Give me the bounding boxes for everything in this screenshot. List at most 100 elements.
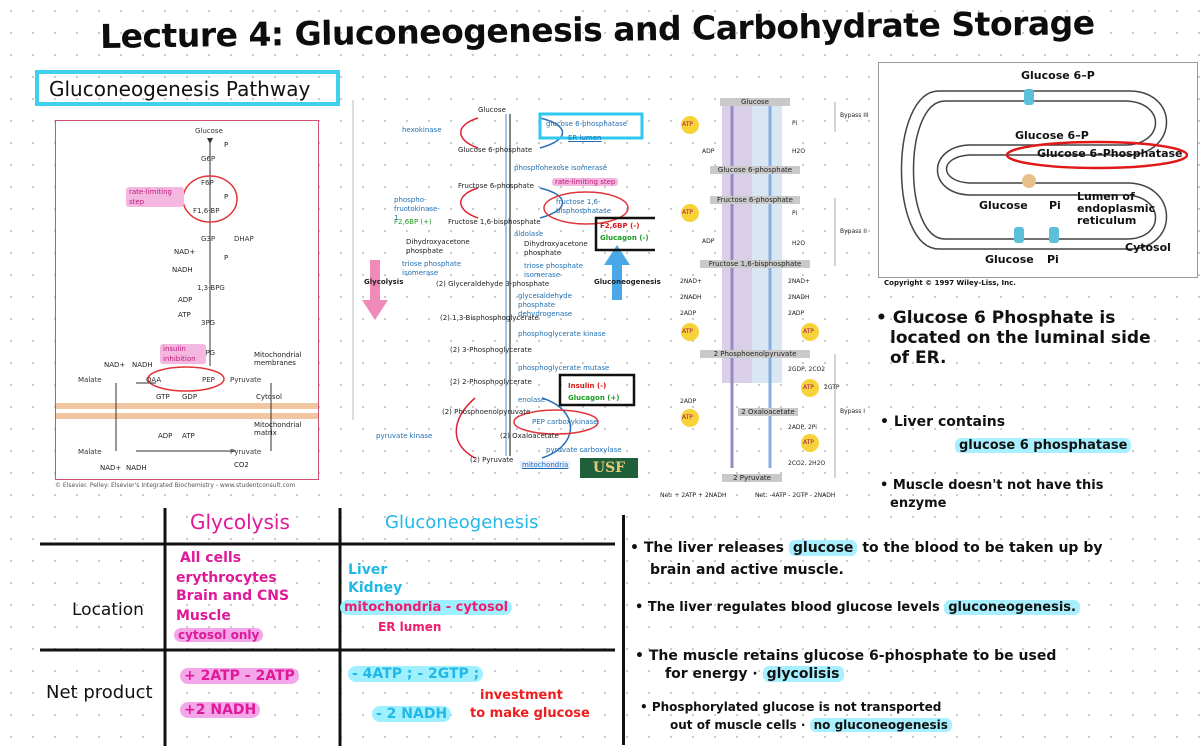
- bp-box-glucose: Glucose: [720, 98, 790, 106]
- g2-rate-limiting-tag: rate-limiting step: [552, 178, 619, 186]
- atp-burst: ATP: [682, 414, 693, 421]
- gng-investment-1: investment: [480, 688, 563, 703]
- bp-right-label: 2GTP: [824, 384, 840, 391]
- label-g6p: G6P: [201, 155, 216, 163]
- bullet-liver-regulates: • The liver regulates blood glucose leve…: [635, 600, 1080, 615]
- bp-right-label: H2O: [792, 240, 806, 247]
- bullet-phosphorylated: • Phosphorylated glucose is not transpor…: [640, 700, 942, 714]
- bypass-i: Bypass I: [840, 408, 866, 415]
- g2-2pg: (2) 2-Phosphoglycerate: [450, 378, 532, 386]
- label-2pg: 2PG: [201, 349, 216, 357]
- insulin-inhibition-tag: insulin inhibition: [160, 344, 206, 364]
- g2-3pg: (2) 3-Phosphoglycerate: [450, 346, 532, 354]
- g2-aldolase: aldolase: [514, 230, 544, 238]
- g2-glucose: Glucose: [478, 106, 506, 114]
- g2-mitochondria: mitochondria: [520, 461, 571, 469]
- note-liver-contains: • Liver contains: [880, 414, 1006, 430]
- g2-13bpg: (2) 1,3-Bisphosphoglycerate: [440, 314, 539, 322]
- pathway-diagram-1: [56, 138, 318, 452]
- bp-right-label: 2GDP, 2CO2: [788, 366, 826, 373]
- cofactor: NADH: [132, 361, 153, 369]
- cofactor: GTP: [156, 393, 170, 401]
- atp-burst: ATP: [803, 384, 814, 391]
- g2-hexokinase: hexokinase: [402, 126, 442, 134]
- bp-right-label: 2ADP, 2Pi: [788, 424, 817, 431]
- bullet-2a: • The liver regulates blood glucose leve…: [635, 600, 940, 615]
- column-divider: [352, 100, 354, 420]
- cofactor: CO2: [234, 461, 249, 469]
- atp-burst: ATP: [682, 328, 693, 335]
- g2-pep: (2) Phosphoenolpyruvate: [442, 408, 531, 416]
- er-pi-inner: Pi: [1049, 199, 1061, 212]
- bp-box-pep: 2 Phosphoenolpyruvate: [700, 350, 810, 358]
- gng-net-nadh: - 2 NADH: [372, 706, 452, 722]
- g2-fbpase: fructose 1,6-bisphosphatase: [556, 198, 612, 215]
- bp-right-label: 2ADP: [788, 310, 805, 317]
- g2-tpi-right: triose phosphate isomerase: [524, 262, 584, 279]
- note-muscle-2: enzyme: [890, 496, 947, 511]
- er-g6p-top: Glucose 6–P: [1021, 69, 1095, 82]
- bp-box-f6p: Fructose 6-phosphate: [710, 196, 800, 204]
- rate-limiting-tag: rate-limiting step: [126, 187, 184, 207]
- bullet-4b: out of muscle cells: [670, 718, 797, 732]
- gly-loc-brain: Brain and CNS: [176, 588, 290, 604]
- g2-enolase: enolase: [518, 396, 546, 404]
- er-enzyme-label: Glucose 6–Phosphatase: [1037, 147, 1183, 160]
- bullet-1b: to the blood to be taken up by: [862, 540, 1103, 556]
- bullet-1c: brain and active muscle.: [650, 562, 844, 578]
- bypass-ii: Bypass II: [840, 228, 867, 235]
- cofactor: P: [224, 193, 229, 201]
- atp-burst: ATP: [682, 209, 693, 216]
- g2-gapdh: glyceraldehyde phosphate dehydrogenase: [518, 292, 573, 318]
- label-f16bp: F1,6-BP: [193, 207, 220, 215]
- atp-burst: ATP: [682, 121, 693, 128]
- g2-f26bp-minus: F2,6BP (-): [600, 222, 640, 230]
- notes-divider: [622, 515, 625, 745]
- th-gluconeogenesis: Gluconeogenesis: [385, 512, 539, 533]
- figure-bypass-diagram: Glucose Glucose 6-phosphate Fructose 6-p…: [660, 88, 870, 503]
- bullet-muscle-retains: • The muscle retains glucose 6-phosphate…: [635, 648, 1057, 664]
- figure-usf-pathway: Glucose hexokinase glucose 6-phosphatase…: [360, 100, 661, 478]
- cofactor: NAD+: [174, 248, 196, 256]
- g2-pepck: PEP carboxykinase: [532, 418, 598, 426]
- row-net-product: Net product: [46, 682, 153, 703]
- comparison-table: Glycolysis Gluconeogenesis Location Net …: [40, 508, 615, 748]
- er-glucose-inner: Glucose: [979, 199, 1028, 212]
- g2-pyruvate-kinase: pyruvate kinase: [376, 432, 433, 440]
- matrix-label: Mitochondrial matrix: [254, 421, 302, 437]
- bp-right-label: Pi: [792, 210, 798, 217]
- label-oaa: OAA: [146, 376, 162, 384]
- label-pep: PEP: [202, 376, 215, 384]
- atp-burst: ATP: [803, 328, 814, 335]
- figure-1-credit: © Elsevier. Pelley: Elsevier's Integrate…: [55, 482, 296, 489]
- bp-net-left: Net: + 2ATP + 2NADH: [660, 492, 727, 499]
- er-membrane-diagram: [900, 89, 1189, 250]
- label-13bpg: 1,3-BPG: [197, 284, 225, 292]
- cofactor: ATP: [182, 432, 195, 440]
- bp-right-label: Pi: [792, 120, 798, 127]
- g2-f6p: Fructose 6-phosphate: [458, 182, 534, 190]
- g2-pgi: phosphohexose isomerase: [514, 164, 608, 172]
- bp-net-right: Net: -4ATP - 2GTP - 2NADH: [755, 492, 836, 499]
- bullet-1-highlight: glucose: [788, 540, 858, 556]
- bp-box-oaa: 2 Oxaloacetate: [738, 408, 798, 416]
- g2-g3p: (2) Glyceraldehyde 3-phosphate: [436, 280, 550, 288]
- label-pyruvate: Pyruvate: [230, 376, 262, 384]
- g2-pgm: phosphoglycerate mutase: [518, 364, 610, 372]
- bullet-1a: • The liver releases: [630, 540, 785, 556]
- gng-loc-kidney: Kidney: [348, 580, 403, 596]
- bullet-3b: for energy: [665, 666, 748, 682]
- label-dhap: DHAP: [234, 235, 254, 243]
- bullet-2-highlight: gluconeogenesis.: [944, 600, 1080, 615]
- note-liver-enzyme-highlight: glucose 6 phosphatase: [955, 438, 1132, 453]
- bp-left-label: ADP: [702, 148, 715, 155]
- bp-right-label: 2NADH: [788, 294, 810, 301]
- page-title: Lecture 4: Gluconeogenesis and Carbohydr…: [99, 3, 1095, 56]
- label-malate-matrix: Malate: [78, 448, 102, 456]
- note-muscle-1: • Muscle doesn't not have this: [880, 478, 1104, 493]
- g2-pfk1: phospho- fructokinase-1: [394, 196, 440, 222]
- g2-dhap-right: Dihydroxyacetone phosphate: [524, 240, 588, 257]
- cytosol-label: Cytosol: [256, 393, 282, 401]
- bp-left-label: 2NAD+: [680, 278, 703, 285]
- pathway-diagram-2: [362, 112, 660, 459]
